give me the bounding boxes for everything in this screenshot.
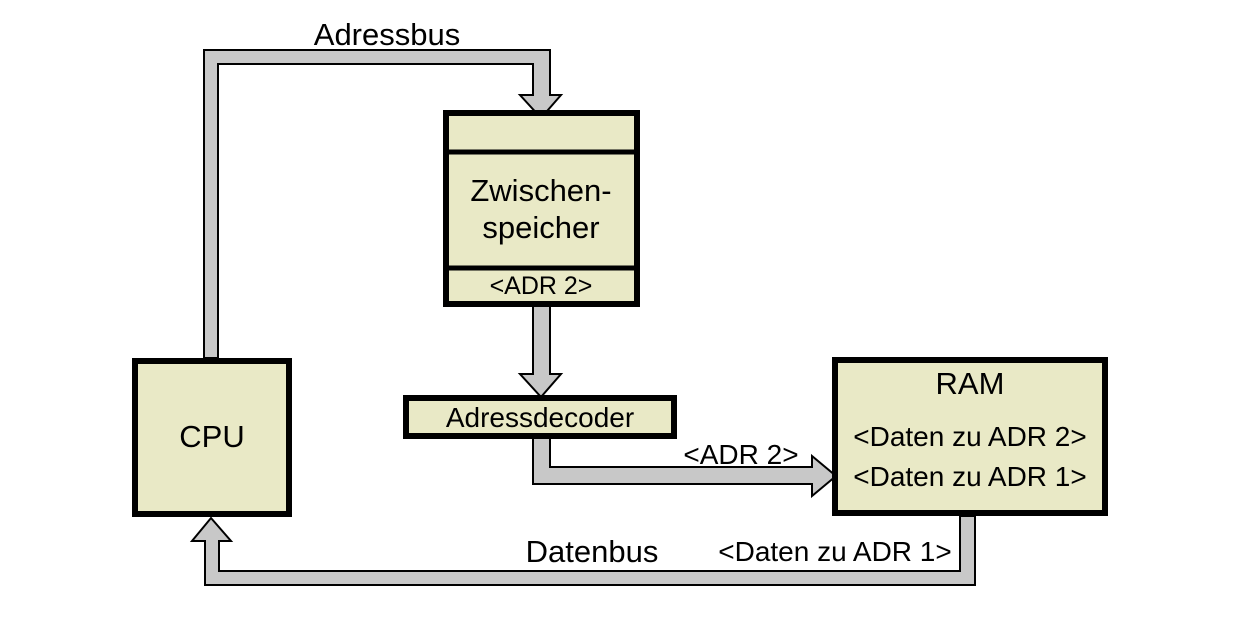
ram-row-1: <Daten zu ADR 2>: [853, 421, 1086, 452]
ram-box: [832, 357, 1108, 516]
cpu-label: CPU: [179, 419, 244, 454]
node-buffer[interactable]: Zwischen- speicher <ADR 2>: [443, 110, 640, 307]
buffer-box: [443, 110, 640, 307]
node-ram[interactable]: RAM <Daten zu ADR 2> <Daten zu ADR 1>: [832, 357, 1108, 516]
buffer-label-line1: Zwischen-: [470, 173, 611, 208]
data-bus-payload-label: <Daten zu ADR 1>: [718, 536, 951, 567]
address-bus-label: Adressbus: [314, 17, 460, 52]
buffer-decoder-arrow: [517, 304, 564, 399]
buffer-label-line2: speicher: [482, 210, 599, 245]
ram-row-2: <Daten zu ADR 1>: [853, 461, 1086, 492]
adr2-bus-label: <ADR 2>: [683, 439, 798, 470]
decoder-ram-arrow: [532, 436, 838, 499]
address-bus-path: [203, 49, 564, 359]
decoder-label: Adressdecoder: [446, 402, 634, 433]
buffer-to-decoder-connector: [517, 304, 564, 399]
cpu-box: [132, 358, 292, 517]
data-bus-label: Datenbus: [526, 534, 659, 569]
node-cpu[interactable]: CPU: [132, 358, 292, 517]
ram-label: RAM: [936, 366, 1005, 401]
address-bus-connector: [203, 49, 564, 359]
data-bus-path: [189, 515, 976, 586]
decoder-to-ram-connector: [532, 436, 838, 499]
data-bus-connector: [189, 515, 976, 586]
decoder-box: [403, 395, 677, 439]
node-decoder[interactable]: Adressdecoder: [403, 395, 677, 439]
buffer-slot-bottom-value: <ADR 2>: [490, 272, 593, 300]
